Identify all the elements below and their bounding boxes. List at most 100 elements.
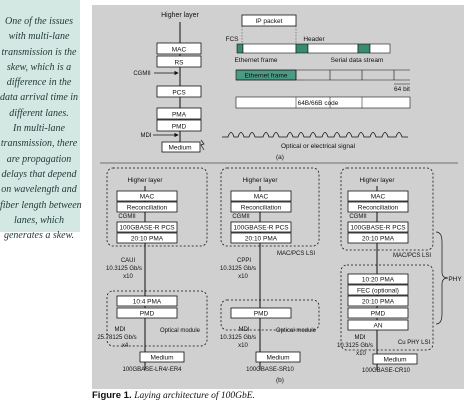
cr10-mac-pcs-lsi: MAC/PCS LSI [393,253,431,259]
medium-box [161,141,201,153]
part-a-stack: Higher layer MAC RS CGMII PCS PMA PMD MD… [133,12,205,153]
sidebar-line: difference in the [6,77,72,89]
sidebar-line: generates a skew. [3,230,75,242]
sr10-pcs: 100GBASE-R PCS [233,225,289,232]
figure-caption: Figure 1. Laying architecture of 100GbE. [92,390,255,401]
lr4-higher-layer: Higher layer [127,177,163,184]
sidebar-line: skew, which is a [6,61,72,73]
sr10-cgmii: CGMII [232,214,250,220]
sidebar-line: transmission, there [0,138,78,150]
sidebar-line: on wavelength and [1,184,77,196]
lr4-name: 100GBASE-LR4/-ER4 [122,367,182,373]
lr4-pma-top: 20:10 PMA [131,236,164,243]
sr10-cppi: CPPI [237,258,251,264]
part-a-data: IP packet FCS Header Ethernet frame Seri… [222,14,411,161]
pcs-label: PCS [172,90,186,97]
mdi-label: MDI [141,133,152,139]
sr10-lsi-boundary [220,167,320,247]
pcs-box [156,85,202,98]
sidebar-line: fiber length between [0,199,82,211]
sr10-mdi: MDI [239,327,250,333]
sidebar-text: One of the issues with multi-lane transm… [0,14,82,243]
caption-text: Laying architecture of 100GbE. [134,391,255,401]
sr10-module-boundary [220,299,320,331]
lr4-mac: MAC [140,194,155,201]
cr10-name: 100GBASE-CR10 [362,368,411,374]
caption-figure-number: Figure 1. [92,390,132,401]
sidebar-line: transmission is the [1,46,77,58]
sidebar-line: One of the issues [4,16,74,27]
cgmii-label: CGMII [133,71,151,77]
cr10-cu-phy-lsi: Cu PHY LSI [398,340,431,346]
sr10-pma: 20:10 PMA [245,236,278,243]
part-b-label: (b) [276,377,284,384]
pma-label: PMA [172,112,187,119]
pmd-box [156,119,202,132]
sidebar-line: In multi-lane [13,123,65,135]
ethernet-frame-label: Ethernet frame [235,57,278,64]
sr10-mac: MAC [254,194,269,201]
ip-packet-box [241,14,297,27]
sidebar-line: delays that depend [1,168,77,180]
serial-data-stream-label: Serial data stream [331,57,384,64]
pma-box [156,107,202,120]
cr10-lsi-boundary [340,167,434,251]
cr10-an: AN [373,323,382,330]
cr10-mdi: MDI [355,335,366,341]
cr10-pma-bottom: 10:20 PMA [362,277,395,284]
cr10-higher-layer: Higher layer [359,177,395,184]
cr10-pma-2: 20:10 PMA [362,299,395,306]
signal-wave [222,132,408,138]
sr10-mdi-lanes: x10 [238,343,248,349]
lr4-reconciliation: Reconciliation [127,205,168,212]
cr10-cgmii: CGMII [349,214,367,220]
higher-layer-label: Higher layer [161,12,199,19]
pmd-label: PMD [172,124,187,131]
cr10-pma-top: 20:10 PMA [362,236,395,243]
cr10-fec: FEC (optional) [357,288,399,295]
mac-label: MAC [172,47,187,54]
sr10-medium: Medium [266,355,289,362]
sidebar-line: data arrival time in [0,92,79,104]
header-label: Header [303,36,325,43]
ip-packet-label: IP packet [256,18,283,25]
ethernet-frame-2-label: Ethernet frame [245,73,288,80]
sr10-reconciliation: Reconciliation [241,205,282,212]
cr10-mdi-lanes: x10 [356,351,366,357]
bits-64-label: 64 bit [394,86,410,93]
lr4-module-boundary [106,290,208,347]
sr10-name: 100GBASE-SR10 [246,367,294,373]
sidebar-line: are propagation [6,153,72,165]
sr10-cppi-lanes: x10 [238,274,248,280]
cr10-medium: Medium [383,357,406,364]
lr4-lsi-boundary [106,167,208,247]
stack-sr10: Higher layer MAC Reconciliation CGMII 10… [220,167,320,373]
sidebar-line: lanes, which [14,214,64,226]
lr4-mdi: MDI [115,327,126,333]
lr4-optical-module: Optical module [160,328,201,334]
cr10-pmd: PMD [371,311,386,318]
optical-signal-label: Optical or electrical signal [281,143,356,150]
sr10-cppi-rate: 10.3125 Gb/s [220,266,256,272]
mac-box [156,42,202,55]
stack-cr10: Higher layer MAC Reconciliation CGMII 10… [337,167,462,374]
cr10-mdi-rate: 10.3125 Gb/s [337,343,373,349]
rs-label: RS [174,60,184,67]
sr10-pmd: PMD [254,311,269,318]
cr10-pcs: 100GBASE-R PCS [350,225,406,232]
rs-box [156,55,202,68]
medium-label: Medium [168,145,191,152]
lr4-mdi-lanes: x4 [122,343,129,349]
fcs-label: FCS [226,36,240,43]
lr4-caui-rate: 10.3125 Gb/s [106,266,142,272]
cr10-phy: PHY [448,276,462,283]
lr4-medium: Medium [150,355,173,362]
part-a-label: (a) [276,154,284,161]
sr10-mac-pcs-lsi: MAC/PCS LSI [277,251,315,257]
sr10-higher-layer: Higher layer [242,177,278,184]
sr10-mdi-rate: 10.3125 Gb/s [220,335,256,341]
sidebar-line: different lanes. [9,107,69,119]
cr10-reconciliation: Reconciliation [358,205,399,212]
stack-lr4: Higher layer MAC Reconciliation CGMII 10… [97,167,208,373]
